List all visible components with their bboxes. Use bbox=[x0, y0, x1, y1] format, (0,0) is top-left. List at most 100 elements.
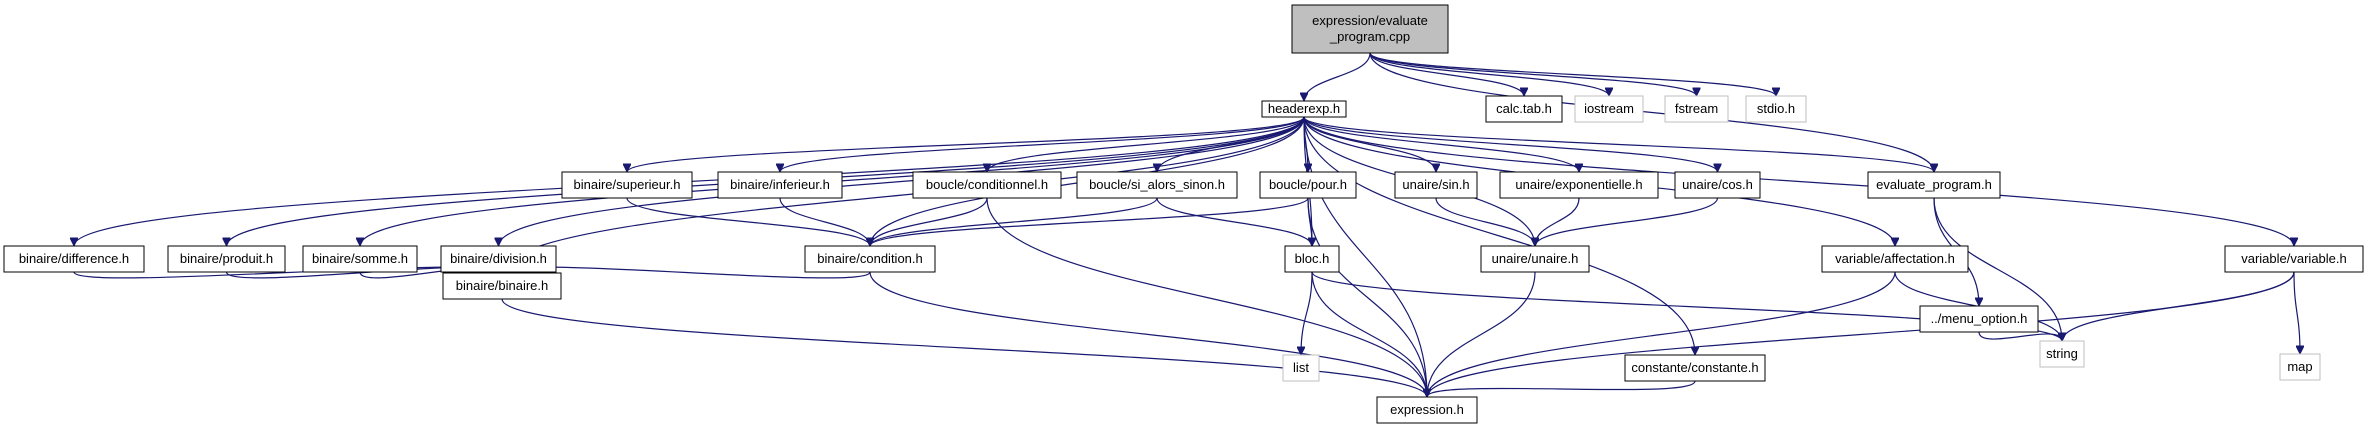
node-superieur-h[interactable]: binaire/superieur.h bbox=[561, 171, 693, 199]
node-box bbox=[1624, 354, 1766, 382]
node-label: ../menu_option.h bbox=[1931, 311, 2028, 326]
node-label: calc.tab.h bbox=[1496, 101, 1552, 116]
edge-headerexp_h-to-division_h bbox=[499, 116, 1305, 246]
node-box bbox=[804, 245, 936, 273]
node-box bbox=[1076, 171, 1238, 199]
edge-condition_h-to-expression_h bbox=[869, 271, 1427, 397]
node-headerexp-h[interactable]: headerexp.h bbox=[1261, 100, 1347, 118]
edge-evaluate_program_cpp-to-calc_tab_h bbox=[1369, 52, 1524, 97]
node-calc-tab-h[interactable]: calc.tab.h bbox=[1485, 95, 1563, 123]
node-affectation-h[interactable]: variable/affectation.h bbox=[1821, 245, 1969, 273]
node-evaluate-program-h[interactable]: evaluate_program.h bbox=[1867, 171, 2001, 199]
node-label: unaire/unaire.h bbox=[1492, 251, 1579, 266]
node-label: unaire/cos.h bbox=[1682, 177, 1753, 192]
edge-headerexp_h-to-cos_h bbox=[1303, 116, 1718, 173]
node-box bbox=[561, 171, 693, 199]
edge-constante_h-to-expression_h bbox=[1427, 380, 1696, 398]
edge-variable_h-to-map bbox=[2293, 271, 2300, 354]
edge-evaluate_program_h-to-string bbox=[1933, 197, 2062, 341]
node-evaluate-program-cpp[interactable]: expression/evaluate_program.cpp bbox=[1291, 4, 1449, 54]
node-box bbox=[1261, 100, 1347, 118]
edge-binaire_h-to-expression_h bbox=[501, 298, 1427, 398]
edge-headerexp_h-to-evaluate_program_h bbox=[1303, 116, 1934, 173]
node-box bbox=[1499, 171, 1659, 199]
node-label: binaire/somme.h bbox=[312, 251, 408, 266]
edge-headerexp_h-to-expression_h bbox=[1303, 116, 1427, 397]
node-label: map bbox=[2287, 359, 2312, 374]
node-sin-h[interactable]: unaire/sin.h bbox=[1394, 171, 1478, 199]
edge-headerexp_h-to-si_alors_sinon_h bbox=[1157, 116, 1305, 173]
node-label: binaire/division.h bbox=[450, 251, 547, 266]
node-si-alors-sinon-h[interactable]: boucle/si_alors_sinon.h bbox=[1076, 171, 1238, 199]
node-label: fstream bbox=[1675, 101, 1718, 116]
node-exponentielle-h[interactable]: unaire/exponentielle.h bbox=[1499, 171, 1659, 199]
node-box bbox=[1480, 245, 1590, 273]
edge-si_alors_sinon_h-to-condition_h bbox=[870, 197, 1158, 247]
edge-headerexp_h-to-conditionnel_h bbox=[987, 116, 1305, 173]
node-list: list bbox=[1282, 354, 1320, 382]
node-box bbox=[302, 245, 418, 273]
node-binaire-h[interactable]: binaire/binaire.h bbox=[442, 272, 562, 300]
edge-conditionnel_h-to-condition_h bbox=[870, 197, 988, 247]
node-produit-h[interactable]: binaire/produit.h bbox=[167, 245, 286, 273]
edge-superieur_h-to-condition_h bbox=[626, 197, 870, 247]
node-division-h[interactable]: binaire/division.h bbox=[440, 245, 557, 273]
edge-sin_h-to-unaire_h bbox=[1435, 197, 1535, 247]
node-condition-h[interactable]: binaire/condition.h bbox=[804, 245, 936, 273]
node-box bbox=[1259, 171, 1357, 199]
node-fstream: fstream bbox=[1664, 95, 1729, 123]
node-unaire-h[interactable]: unaire/unaire.h bbox=[1480, 245, 1590, 273]
edge-headerexp_h-to-superieur_h bbox=[627, 116, 1305, 173]
node-constante-h[interactable]: constante/constante.h bbox=[1624, 354, 1766, 382]
edge-headerexp_h-to-inferieur_h bbox=[780, 116, 1305, 173]
edge-headerexp_h-to-variable_h bbox=[1303, 116, 2294, 246]
node-variable-h[interactable]: variable/variable.h bbox=[2224, 245, 2364, 273]
node-box bbox=[1282, 354, 1320, 382]
node-expression-h[interactable]: expression.h bbox=[1376, 396, 1478, 424]
node-box bbox=[1745, 95, 1807, 123]
node-label: list bbox=[1293, 360, 1309, 375]
node-box bbox=[1867, 171, 2001, 199]
node-box bbox=[2224, 245, 2364, 273]
edge-bloc_h-to-list bbox=[1301, 271, 1313, 355]
node-box bbox=[2039, 340, 2085, 368]
node-box bbox=[167, 245, 286, 273]
node-label: evaluate_program.h bbox=[1876, 177, 1992, 192]
edge-headerexp_h-to-constante_h bbox=[1303, 116, 1695, 355]
node-label: binaire/difference.h bbox=[19, 251, 129, 266]
node-label: stdio.h bbox=[1757, 101, 1795, 116]
node-label: unaire/sin.h bbox=[1402, 177, 1469, 192]
node-difference-h[interactable]: binaire/difference.h bbox=[3, 245, 145, 273]
node-conditionnel-h[interactable]: boucle/conditionnel.h bbox=[912, 171, 1062, 199]
edges-layer bbox=[74, 52, 2300, 398]
edge-variable_h-to-expression_h bbox=[1427, 271, 2295, 398]
edge-conditionnel_h-to-expression_h bbox=[986, 197, 1427, 397]
node-label: boucle/conditionnel.h bbox=[926, 177, 1048, 192]
node-box bbox=[440, 245, 557, 273]
node-label: headerexp.h bbox=[1268, 101, 1340, 116]
node-box bbox=[442, 272, 562, 300]
node-map: map bbox=[2279, 353, 2321, 381]
node-bloc-h[interactable]: bloc.h bbox=[1284, 245, 1340, 273]
node-menu-option-h[interactable]: ../menu_option.h bbox=[1919, 305, 2039, 333]
edge-pour_h-to-expression_h bbox=[1307, 197, 1427, 397]
node-box bbox=[3, 245, 145, 273]
node-box bbox=[2279, 353, 2321, 381]
edge-evaluate_program_cpp-to-headerexp_h bbox=[1304, 52, 1371, 102]
node-box bbox=[1291, 4, 1449, 54]
node-box bbox=[912, 171, 1062, 199]
node-somme-h[interactable]: binaire/somme.h bbox=[302, 245, 418, 273]
node-stdio-h: stdio.h bbox=[1745, 95, 1807, 123]
node-box bbox=[1394, 171, 1478, 199]
node-box bbox=[717, 171, 843, 199]
node-box bbox=[1821, 245, 1969, 273]
node-inferieur-h[interactable]: binaire/inferieur.h bbox=[717, 171, 843, 199]
node-pour-h[interactable]: boucle/pour.h bbox=[1259, 171, 1357, 199]
node-label: expression.h bbox=[1390, 402, 1464, 417]
node-label: constante/constante.h bbox=[1631, 360, 1758, 375]
node-cos-h[interactable]: unaire/cos.h bbox=[1674, 171, 1761, 199]
node-label: binaire/superieur.h bbox=[574, 177, 681, 192]
node-label: binaire/produit.h bbox=[180, 251, 273, 266]
edge-pour_h-to-condition_h bbox=[870, 197, 1309, 247]
